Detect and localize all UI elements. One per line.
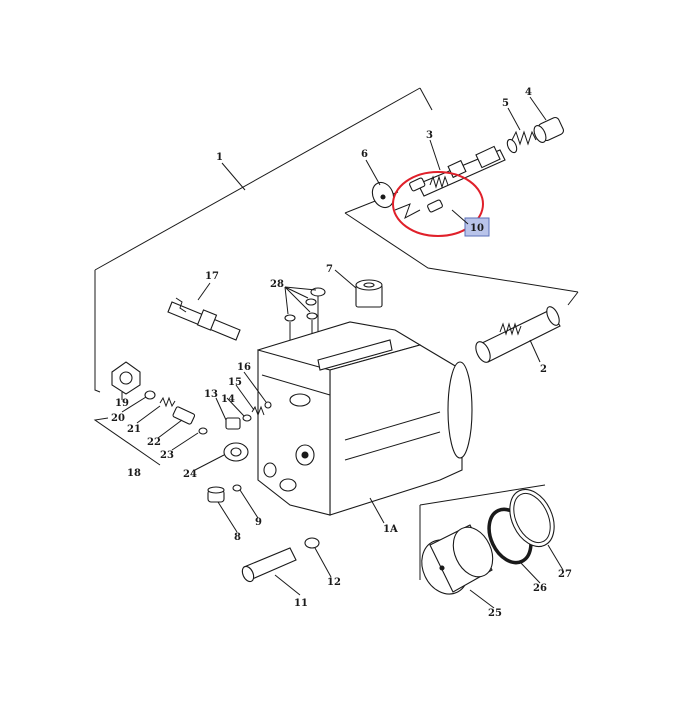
part-10-fitting bbox=[394, 177, 443, 220]
callout-14: 14 bbox=[221, 394, 235, 405]
callout-19: 19 bbox=[115, 398, 129, 409]
callout-22: 22 bbox=[147, 437, 161, 448]
callout-8: 8 bbox=[234, 532, 241, 543]
piston-and-seals bbox=[421, 488, 555, 595]
callout-7: 7 bbox=[326, 264, 333, 275]
callout-labels: 1 1A 2 3 4 5 6 7 8 9 10 11 12 13 14 15 1… bbox=[111, 87, 572, 619]
callout-2: 2 bbox=[540, 364, 547, 375]
callout-17: 17 bbox=[205, 271, 219, 282]
part-4-cap bbox=[533, 116, 565, 143]
callout-24: 24 bbox=[183, 469, 197, 480]
assembly-bracket-lines bbox=[93, 87, 579, 580]
callout-27: 27 bbox=[558, 569, 572, 580]
callout-28: 28 bbox=[270, 279, 284, 290]
callout-9: 9 bbox=[255, 517, 262, 528]
valve-body-1A bbox=[257, 321, 473, 516]
callout-1: 1 bbox=[216, 152, 223, 163]
callout-15: 15 bbox=[228, 377, 242, 388]
highlight-label-box bbox=[464, 217, 490, 237]
callout-10: 10 bbox=[470, 223, 484, 234]
part-3-spool bbox=[417, 145, 506, 197]
callout-5: 5 bbox=[502, 98, 509, 109]
left-fittings bbox=[111, 361, 320, 583]
callout-13: 13 bbox=[204, 389, 218, 400]
callout-6: 6 bbox=[361, 149, 368, 160]
callout-25: 25 bbox=[488, 608, 502, 619]
callout-18: 18 bbox=[127, 468, 141, 479]
callout-3: 3 bbox=[426, 130, 433, 141]
callout-11: 11 bbox=[294, 598, 308, 609]
part-17-rod bbox=[167, 297, 241, 341]
leader-lines bbox=[121, 96, 564, 609]
part-6-washer bbox=[371, 181, 395, 209]
callout-1A: 1A bbox=[383, 524, 398, 535]
callout-20: 20 bbox=[111, 413, 125, 424]
callout-23: 23 bbox=[160, 450, 174, 461]
callout-21: 21 bbox=[127, 424, 141, 435]
callout-16: 16 bbox=[237, 362, 251, 373]
callout-4: 4 bbox=[525, 87, 532, 98]
callout-12: 12 bbox=[327, 577, 341, 588]
callout-26: 26 bbox=[533, 583, 547, 594]
spool-assembly-upper bbox=[371, 116, 565, 220]
part-5-spring bbox=[506, 130, 537, 154]
part-7-plug bbox=[355, 279, 383, 308]
highlight-circle bbox=[392, 171, 484, 237]
part-2-spool bbox=[475, 306, 561, 363]
